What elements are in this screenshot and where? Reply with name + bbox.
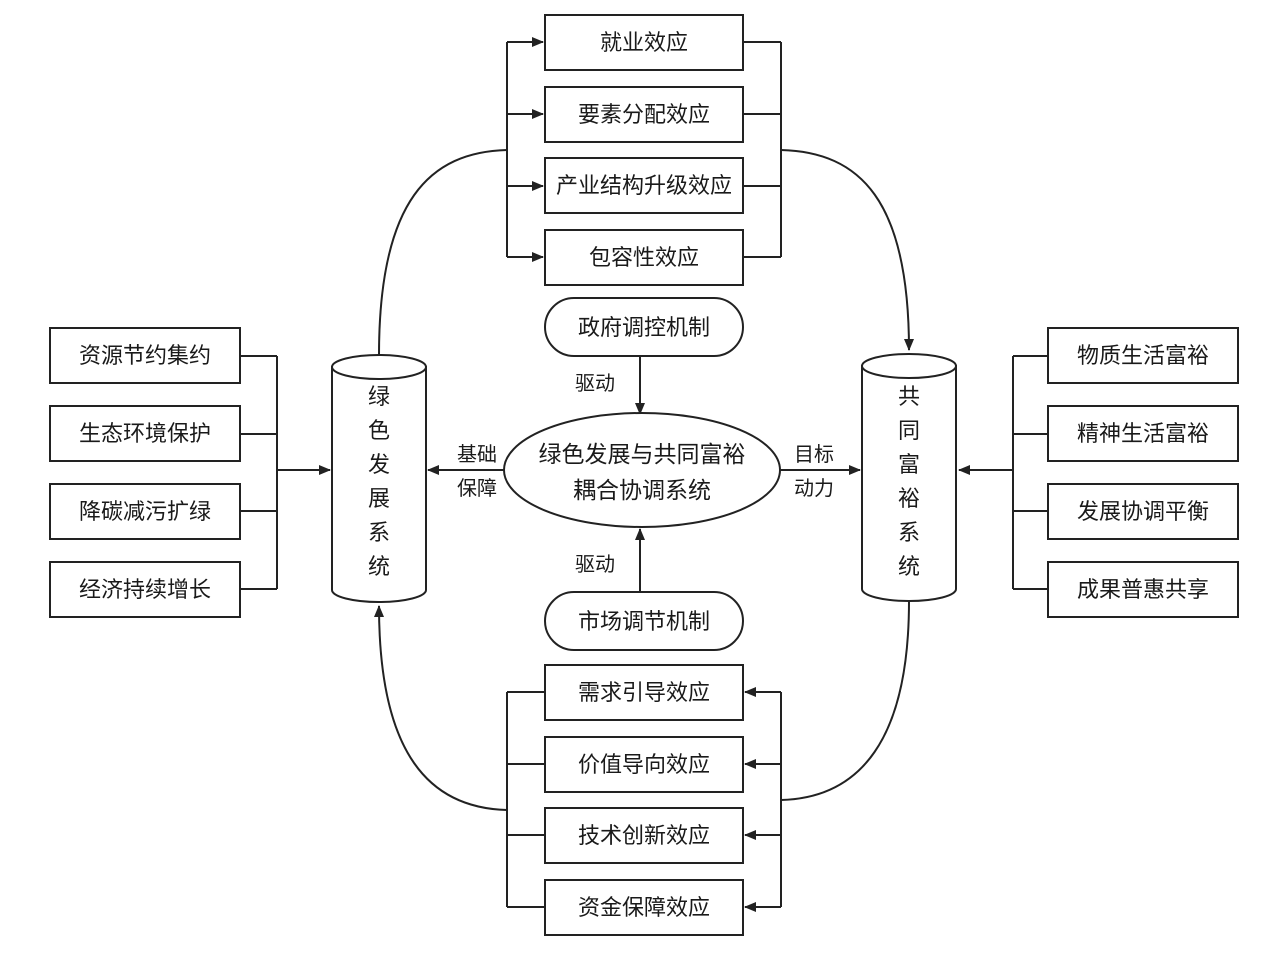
bottom-effect-label-4: 资金保障效应 <box>578 896 710 921</box>
wealth-cylinder-char-5: 系 <box>898 521 920 546</box>
bottom-effect-box-4 <box>544 879 744 936</box>
curve-wealth-to-bottom-effects <box>780 600 910 801</box>
right-factor-label-3: 发展协调平衡 <box>1077 500 1209 525</box>
top-effect-box-2 <box>544 86 744 143</box>
wealth-cylinder-char-4: 裕 <box>898 487 920 512</box>
wealth-cylinder-char-2: 同 <box>898 419 920 444</box>
right-factor-box-4 <box>1047 561 1239 618</box>
drive-bottom-label: 驱动 <box>575 552 615 576</box>
left-factor-box-3 <box>49 483 241 540</box>
wealth-cylinder-char-3: 富 <box>898 453 920 478</box>
center-line-2: 耦合协调系统 <box>573 478 711 504</box>
right-factors-group: 物质生活富裕 精神生活富裕 发展协调平衡 成果普惠共享 <box>1047 327 1239 618</box>
right-factor-label-4: 成果普惠共享 <box>1077 578 1209 603</box>
curve-green-to-top-effects <box>378 149 508 356</box>
wealth-cylinder-char-6: 统 <box>898 555 920 580</box>
bottom-effect-label-2: 价值导向效应 <box>578 753 710 778</box>
green-cylinder-body <box>331 366 427 603</box>
left-factor-label-4: 经济持续增长 <box>79 578 211 603</box>
bottom-effect-box-3 <box>544 807 744 864</box>
green-cylinder-char-6: 统 <box>368 555 390 580</box>
green-cylinder-char-1: 绿 <box>368 385 390 410</box>
left-factor-box-2 <box>49 405 241 462</box>
right-factor-box-3 <box>1047 483 1239 540</box>
left-factor-label-3: 降碳减污扩绿 <box>79 500 211 525</box>
wealth-cylinder-char-1: 共 <box>898 385 920 410</box>
top-effect-label-1: 就业效应 <box>600 31 688 56</box>
top-effect-label-2: 要素分配效应 <box>578 103 710 128</box>
left-factor-label-2: 生态环境保护 <box>79 422 211 447</box>
right-link-line-2: 动力 <box>794 476 834 500</box>
gov-mechanism-label: 政府调控机制 <box>578 316 710 341</box>
left-factor-label-1: 资源节约集约 <box>79 344 211 369</box>
coupling-system-ellipse <box>503 412 781 528</box>
gov-mechanism-pill <box>544 297 744 357</box>
curve-top-effects-to-wealth <box>780 149 914 351</box>
green-cylinder-char-3: 发 <box>368 453 390 478</box>
bottom-effects-group: 需求引导效应 价值导向效应 技术创新效应 资金保障效应 <box>544 664 744 936</box>
left-link-line-2: 保障 <box>457 476 497 500</box>
left-factors-group: 资源节约集约 生态环境保护 降碳减污扩绿 经济持续增长 <box>49 327 241 618</box>
top-effects-group: 就业效应 要素分配效应 产业结构升级效应 包容性效应 <box>544 14 744 286</box>
right-factor-box-2 <box>1047 405 1239 462</box>
top-effect-label-3: 产业结构升级效应 <box>556 174 732 199</box>
right-factor-box-1 <box>1047 327 1239 384</box>
right-factor-label-1: 物质生活富裕 <box>1077 344 1209 369</box>
market-mechanism-pill <box>544 591 744 651</box>
wealth-cylinder-top <box>861 353 957 379</box>
market-mechanism-label: 市场调节机制 <box>578 610 710 635</box>
green-development-cylinder: 绿 色 发 展 系 统 <box>331 354 427 603</box>
common-prosperity-cylinder: 共 同 富 裕 系 统 <box>861 353 957 602</box>
right-link-line-1: 目标 <box>794 442 834 466</box>
green-cylinder-top <box>331 354 427 380</box>
top-effect-label-4: 包容性效应 <box>589 246 699 271</box>
green-cylinder-char-5: 系 <box>368 521 390 546</box>
drive-top-label: 驱动 <box>575 371 615 395</box>
top-effect-box-3 <box>544 157 744 214</box>
wealth-cylinder-body <box>861 365 957 602</box>
bottom-effect-label-3: 技术创新效应 <box>578 824 710 849</box>
top-effect-box-1 <box>544 14 744 71</box>
green-cylinder-char-4: 展 <box>368 487 390 512</box>
curve-bottom-effects-to-green <box>374 605 508 811</box>
bottom-effect-label-1: 需求引导效应 <box>578 681 710 706</box>
center-line-1: 绿色发展与共同富裕 <box>539 442 746 468</box>
right-factor-label-2: 精神生活富裕 <box>1077 422 1209 447</box>
green-cylinder-char-2: 色 <box>368 419 390 444</box>
left-link-line-1: 基础 <box>457 442 497 466</box>
